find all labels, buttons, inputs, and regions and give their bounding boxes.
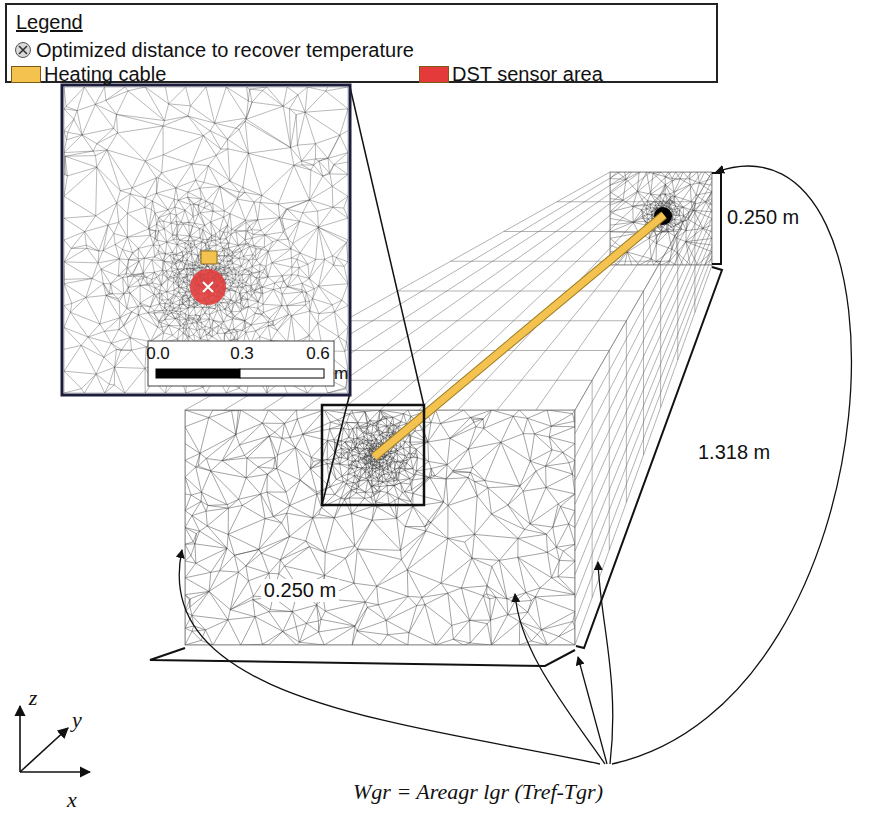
perspective-line — [609, 351, 610, 551]
dimension-label: 1.318 m — [698, 441, 770, 464]
inset-parts — [190, 251, 226, 305]
inset-ground — [62, 85, 350, 395]
perspective-line — [380, 172, 661, 410]
legend-text: Optimized distance to recover temperatur… — [36, 39, 414, 62]
boundary-arrow — [578, 657, 607, 764]
perspective-line — [694, 202, 695, 313]
front-mesh — [185, 410, 575, 645]
boundary-arrow — [179, 550, 600, 764]
perspective-line — [398, 291, 644, 292]
perspective-line — [451, 261, 661, 262]
perspective-line — [660, 261, 661, 407]
legend-text: Heating cable — [44, 63, 166, 86]
perspective-line — [626, 321, 627, 503]
scale-number: 0.3 — [230, 344, 254, 364]
perspective-line — [575, 256, 712, 622]
zoom-region — [322, 405, 424, 505]
perspective-line — [341, 172, 651, 410]
perspective-line — [575, 209, 712, 504]
optimized-point — [203, 282, 213, 292]
boundary-arrow — [598, 562, 613, 764]
legend-symbol — [13, 40, 33, 60]
axis-label: x — [67, 787, 77, 812]
dimension-bracket — [150, 648, 575, 666]
legend-symbol-ring — [16, 43, 31, 58]
perspective-line — [677, 232, 678, 361]
axis-arrow — [19, 706, 21, 772]
legend-swatch — [11, 66, 41, 83]
inset-frame — [62, 85, 350, 395]
scale-bar — [240, 369, 324, 378]
legend-heading: Legend — [16, 11, 83, 34]
zoom-line — [350, 87, 424, 406]
perspective-line — [575, 265, 712, 645]
perspective-line — [592, 380, 593, 597]
axis-label: z — [29, 685, 38, 710]
legend-entry: Optimized distance to recover temperatur… — [13, 38, 414, 62]
legend-text: DST sensor area — [452, 63, 603, 86]
legend-entry: Heating cable — [11, 62, 166, 86]
perspective-line — [575, 237, 712, 574]
heating-cable — [374, 215, 664, 457]
zoom-line — [322, 393, 350, 505]
boundary-arrow — [612, 166, 851, 764]
boundary-formula: Wgr = Areagr lgr (Tref-Tgr) — [353, 779, 603, 804]
legend-box: LegendOptimized distance to recover temp… — [5, 3, 718, 83]
inset-mesh-lines — [64, 87, 348, 393]
boundary-arrow — [515, 594, 605, 764]
legend-symbol-cross — [19, 46, 27, 54]
axis-arrow — [20, 728, 68, 772]
perspective-line — [344, 320, 626, 321]
boundary-arrows — [179, 166, 851, 764]
axis-label: y — [72, 707, 82, 732]
perspective-line — [575, 246, 712, 598]
legend-swatch — [419, 66, 449, 83]
scale-bar — [156, 369, 240, 378]
inset-mesh — [64, 87, 348, 393]
scale-number: 0.6 — [306, 344, 330, 364]
dimension-label: 0.250 m — [727, 206, 799, 229]
dimension-label: 0.250 m — [261, 579, 339, 602]
axis-arrow — [20, 771, 90, 773]
perspective-line — [643, 291, 644, 455]
scale-box — [148, 341, 334, 386]
front-mesh-lines — [185, 410, 575, 645]
cable-edge — [374, 215, 664, 457]
cable-body — [374, 215, 664, 457]
scale-number: 0.0 — [146, 344, 170, 364]
front-face — [185, 410, 575, 645]
cable-section — [201, 251, 217, 264]
scale-unit: m — [334, 364, 348, 384]
dimension-bracket — [712, 173, 721, 264]
sensor-area — [190, 269, 226, 305]
legend-entry: DST sensor area — [419, 62, 603, 86]
